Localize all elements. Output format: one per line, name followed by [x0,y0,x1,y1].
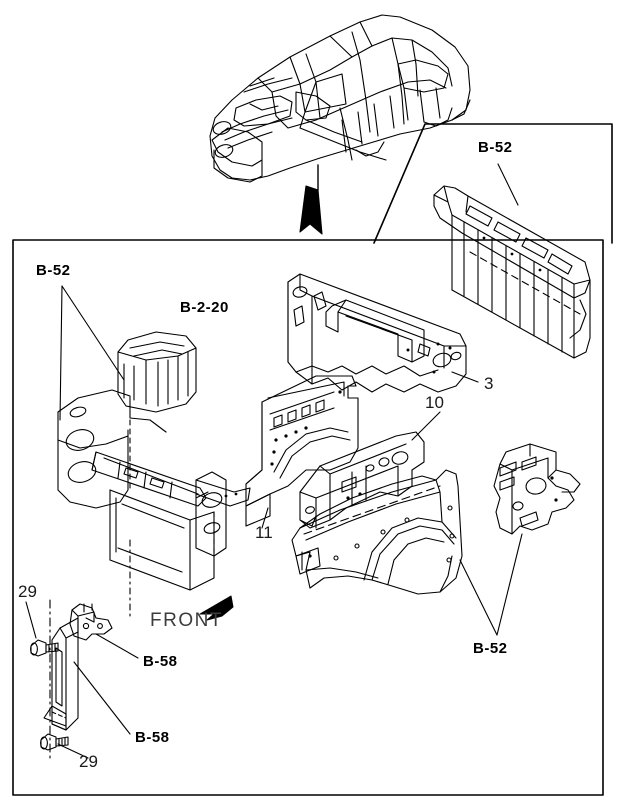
vehicle-body-shell [209,14,471,183]
callout-part-29-lower: 29 [79,752,98,771]
leader-b58-upper [95,633,139,659]
bolt-upper [30,639,59,657]
label-b58-lower: B-58 [135,729,170,746]
callout-part-11: 11 [255,523,273,542]
label-b52-left: B-52 [36,262,71,279]
fender-mounting-bracket [43,599,113,761]
front-side-member [299,431,425,529]
bolt-lower [40,733,69,751]
front-direction-label: FRONT [150,610,223,631]
side-sill-reinforcement [433,185,591,359]
leader-b52-left [59,285,125,421]
leader-part-10 [411,411,441,441]
front-fender-panel [291,469,463,595]
label-b58-upper: B-58 [143,653,178,670]
drop-pointer-wedge [299,185,323,235]
a-pillar-hinge-pillar [493,443,581,535]
leader-29-upper [25,601,37,639]
front-end-radiator-support [57,331,251,621]
frame-main-box [12,239,604,796]
label-b52-right: B-52 [473,640,508,657]
callout-part-29-upper: 29 [18,582,37,601]
leader-b52-right [459,533,523,636]
front-arrow-icon [199,595,234,621]
label-b52-inset: B-52 [478,139,513,156]
callout-part-3: 3 [484,374,494,393]
leader-b58-lower [73,661,131,735]
leader-29-lower [57,743,89,759]
leader-part-11 [261,507,269,529]
frame-inset-box [373,123,613,244]
dash-panel [287,273,467,393]
label-b2-20: B-2-20 [180,299,229,316]
front-wheelhouse-panel [245,375,359,527]
leader-part-3 [451,371,479,383]
leader-b52-inset [497,163,519,206]
callout-part-10: 10 [425,393,444,412]
